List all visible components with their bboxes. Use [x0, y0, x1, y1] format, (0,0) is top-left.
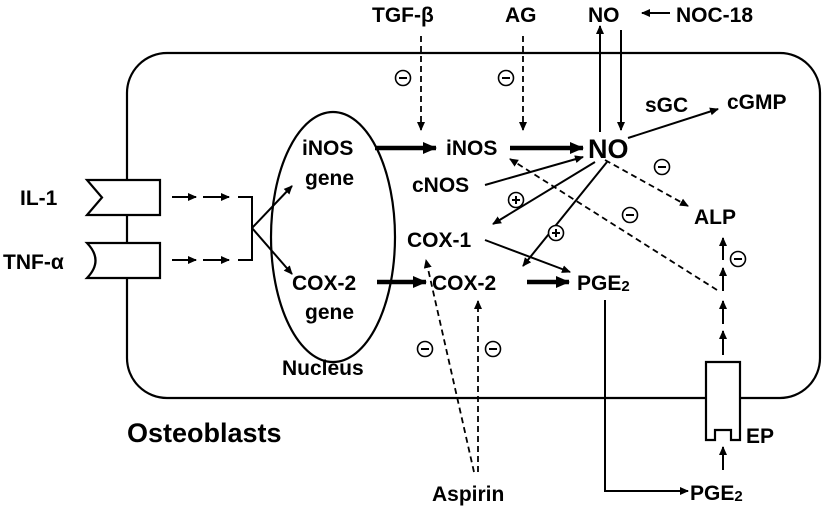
pge2-outer-label: PGE2: [690, 482, 743, 505]
aspirin-label: Aspirin: [432, 483, 504, 506]
alp-label: ALP: [694, 206, 736, 229]
tnf-alpha-label: TNF-α: [3, 251, 64, 274]
thin-arrows: [484, 107, 719, 495]
tnf-receptor: [84, 241, 162, 280]
receptor-signal-arrows: [172, 193, 230, 264]
no-exchange-arrows: [596, 9, 670, 132]
cox1-label: COX-1: [407, 229, 472, 252]
no-center-label: NO: [588, 134, 629, 164]
gene-activation-arrows: [238, 185, 293, 275]
noc18-label: NOC-18: [676, 4, 753, 27]
cgmp-label: cGMP: [727, 91, 787, 114]
ag-label: AG: [505, 4, 537, 27]
il1-receptor: [84, 178, 162, 217]
osteoblasts-label: Osteoblasts: [127, 418, 282, 448]
sgc-label: sGC: [645, 94, 688, 117]
cnos-label: cNOS: [412, 174, 469, 197]
inos-gene-label-2: gene: [305, 167, 354, 190]
regulation-markers: [394, 69, 747, 358]
nucleus-label: Nucleus: [282, 357, 364, 380]
no-top-label: NO: [588, 4, 620, 27]
pge2-inner-label: PGE2: [577, 272, 630, 295]
osteoblast-cell-outline: [125, 51, 822, 400]
ep-label: EP: [746, 425, 774, 448]
il1-label: IL-1: [20, 187, 58, 210]
tgf-beta-label: TGF-β: [372, 4, 434, 27]
cox2-gene-label-1: COX-2: [292, 272, 356, 295]
inos-label: iNOS: [446, 137, 497, 160]
ep-receptor: [704, 360, 742, 442]
inos-gene-label-1: iNOS: [302, 137, 353, 160]
nucleus-ellipse: [269, 110, 397, 364]
cox2-label: COX-2: [432, 272, 496, 295]
dashed-inhibitory-arrows: [417, 36, 718, 473]
thick-arrows: [375, 142, 584, 288]
cox2-gene-label-2: gene: [305, 301, 354, 324]
